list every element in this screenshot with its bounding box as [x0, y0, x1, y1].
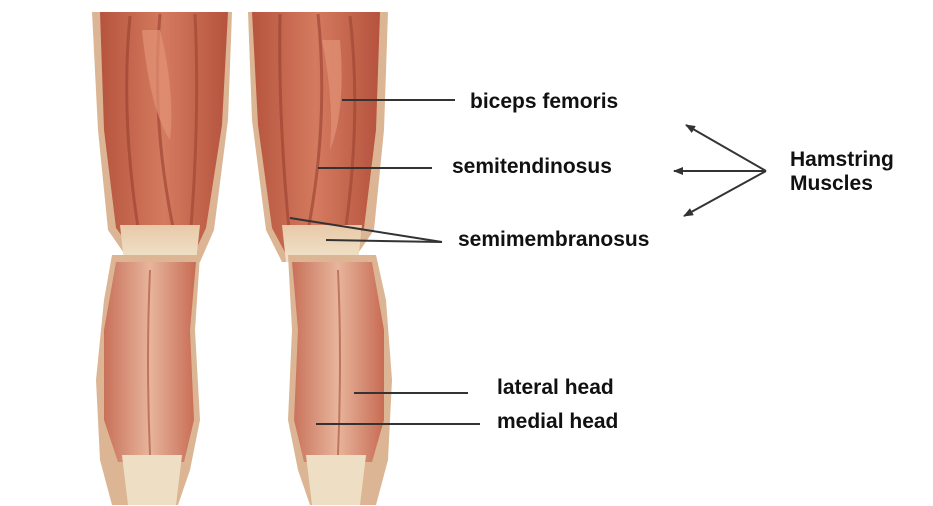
- right-ankle-tendon: [306, 455, 366, 505]
- lateral-head-label: lateral head: [497, 376, 614, 400]
- group-label-line2: Muscles: [790, 172, 894, 196]
- right-leg: [248, 12, 392, 505]
- biceps-femoris-label: biceps femoris: [470, 90, 618, 114]
- semimembranosus-label: semimembranosus: [458, 228, 649, 252]
- left-ankle-tendon: [122, 455, 182, 505]
- arrow-to-biceps-femoris: [686, 125, 766, 171]
- left-leg: [92, 12, 232, 505]
- semitendinosus-label: semitendinosus: [452, 155, 612, 179]
- hamstring-muscles-group-label: Hamstring Muscles: [790, 148, 894, 196]
- group-label-line1: Hamstring: [790, 148, 894, 172]
- arrow-to-semimembranosus: [684, 171, 766, 216]
- hamstring-group-arrows: [674, 125, 766, 216]
- medial-head-label: medial head: [497, 410, 618, 434]
